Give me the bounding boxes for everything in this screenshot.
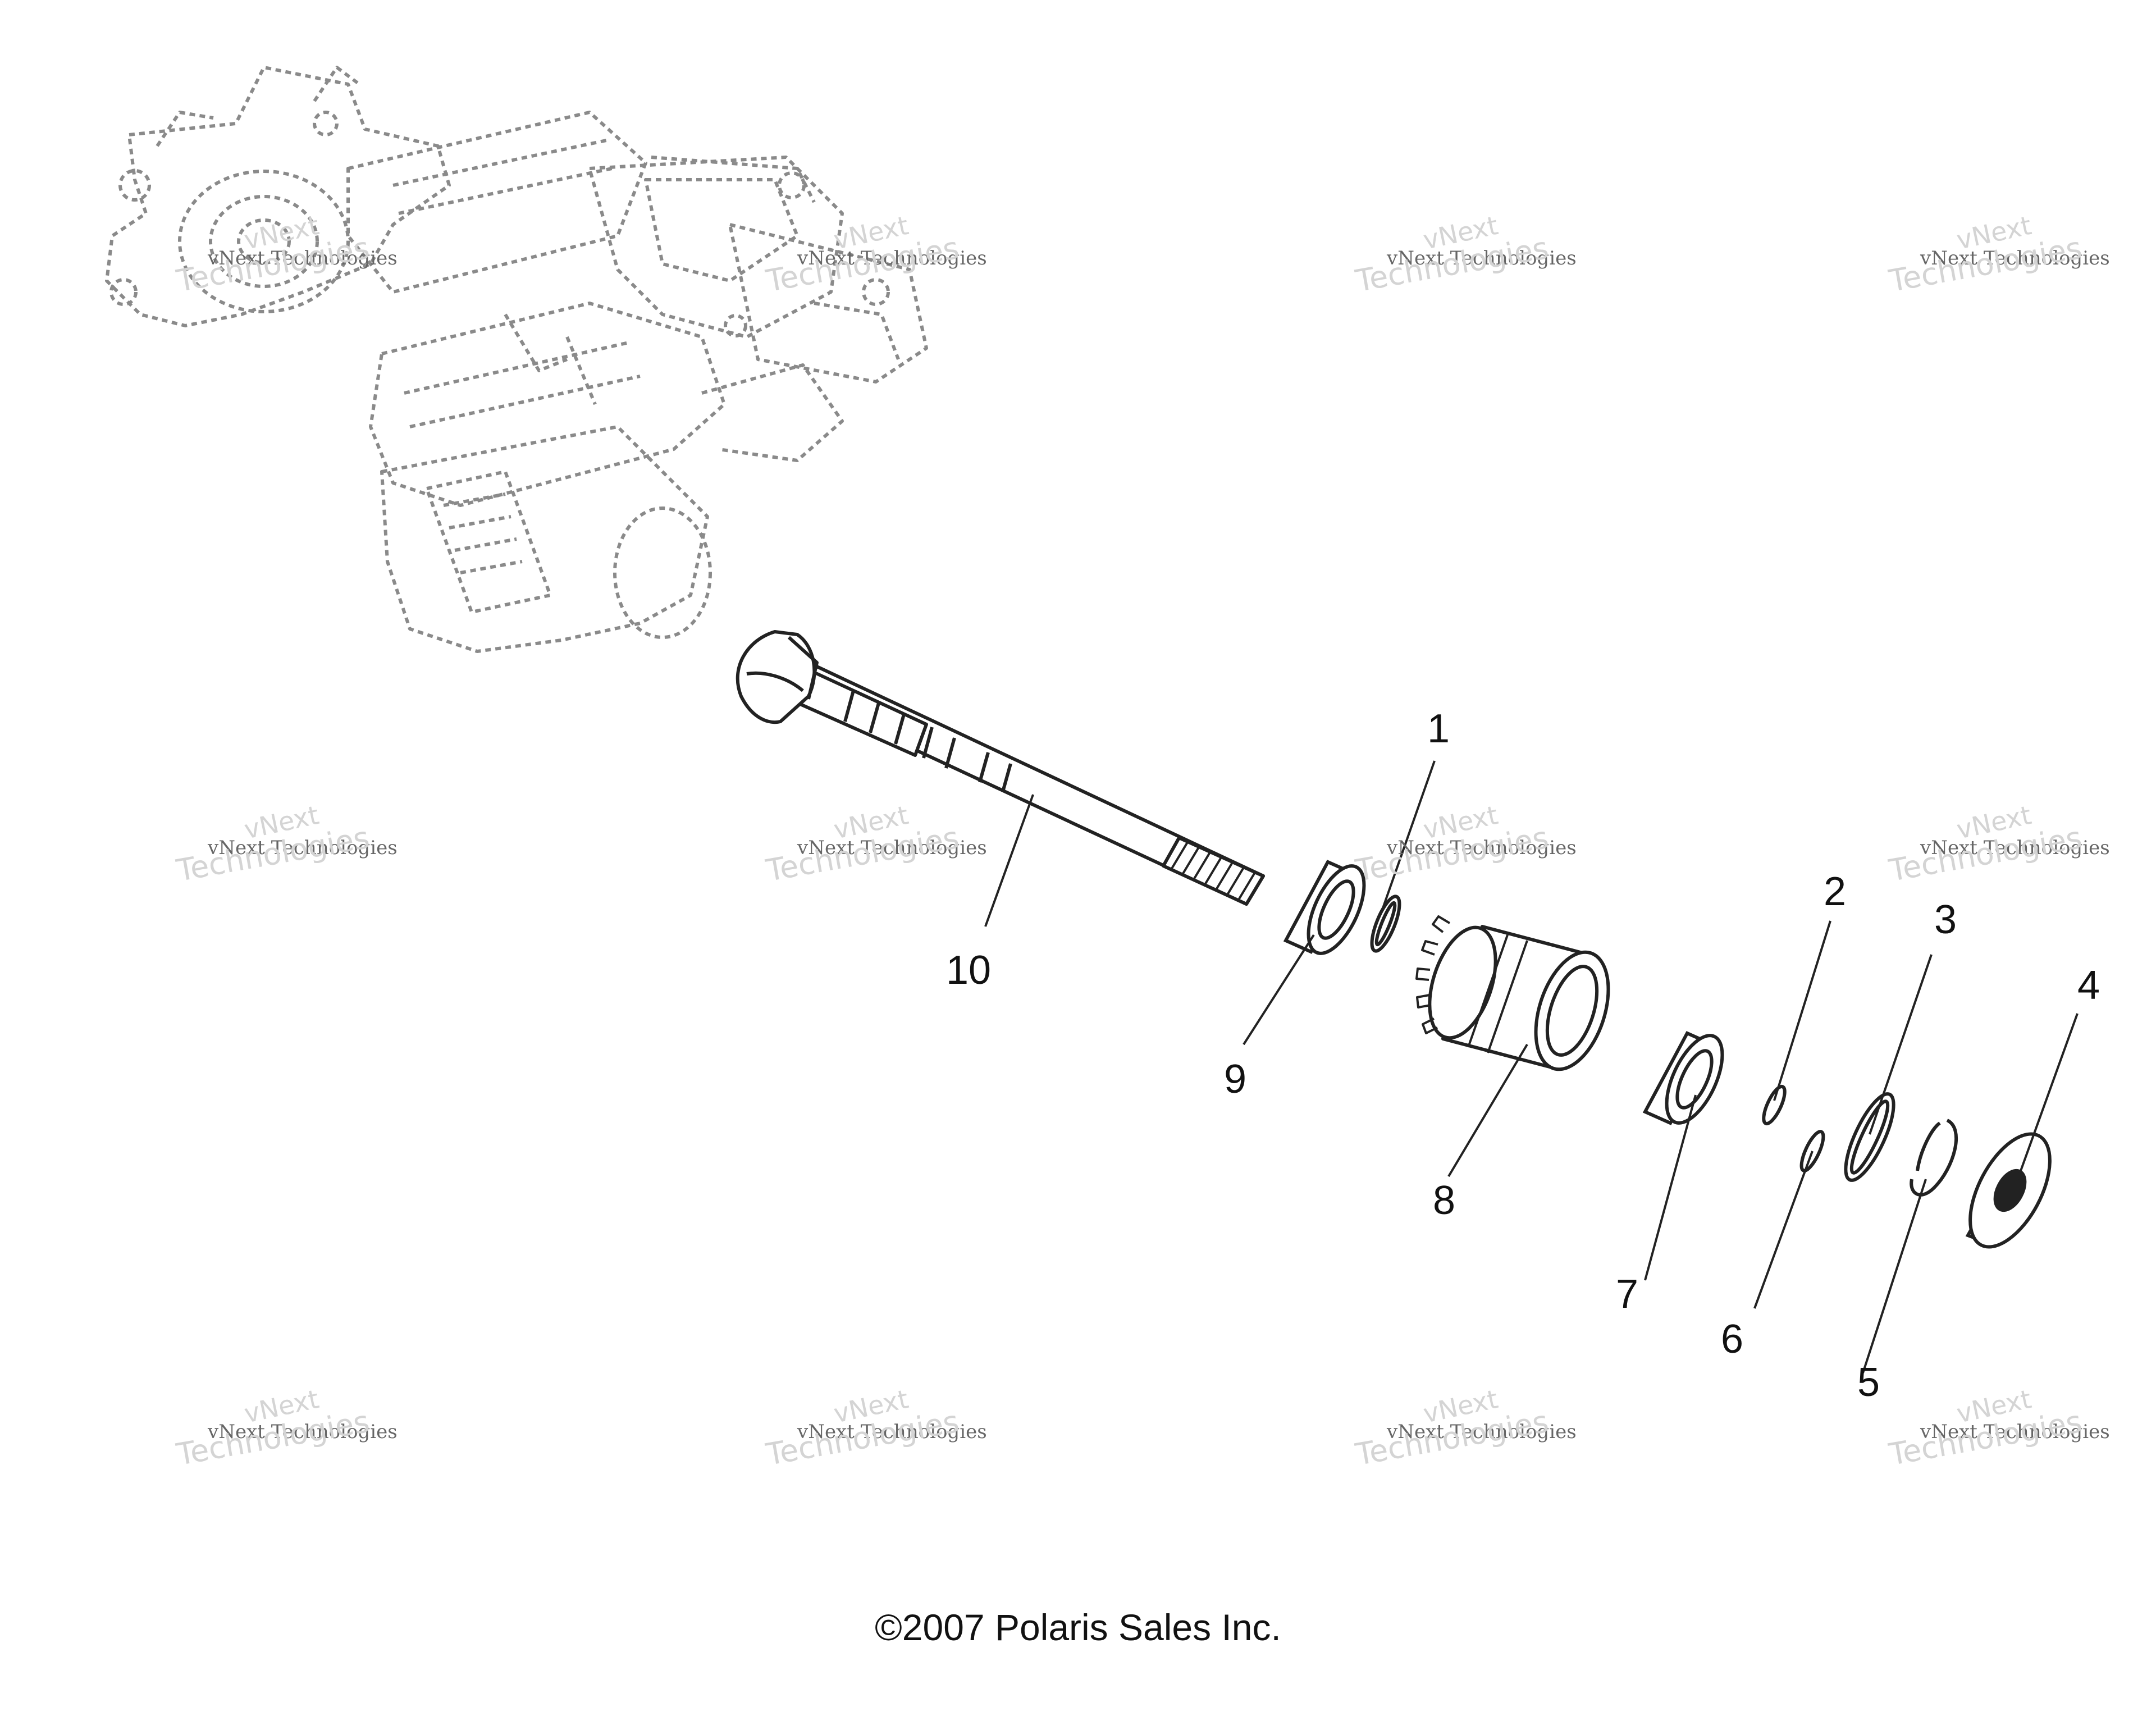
- watermark: vNext vNext Technologies Technologies: [1353, 800, 1611, 898]
- watermark: vNext vNext Technologies Technologies: [1353, 1384, 1611, 1482]
- watermark-line-2: vNext Technologies: [208, 247, 398, 270]
- part-2-clip: [1762, 1084, 1787, 1126]
- watermark: vNext vNext Technologies Technologies: [174, 210, 432, 309]
- watermark-line-2: vNext Technologies: [208, 837, 398, 859]
- callout-10: 10: [945, 948, 992, 993]
- callout-7: 7: [1615, 1272, 1639, 1317]
- leader-lines: [984, 760, 2079, 1373]
- part-10-shaft: [736, 630, 1265, 906]
- callout-9: 9: [1223, 1057, 1247, 1102]
- callout-5: 5: [1857, 1360, 1880, 1405]
- part-4-end-cap: [1965, 1132, 2052, 1249]
- watermark: vNext vNext Technologies Technologies: [764, 210, 1022, 309]
- watermark-line-2: vNext Technologies: [1387, 1421, 1577, 1443]
- copyright-notice: ©2007 Polaris Sales Inc.: [875, 1607, 1281, 1648]
- part-9-bearing: [1283, 860, 1366, 955]
- callout-1: 1: [1427, 706, 1450, 751]
- watermark-line-2: vNext Technologies: [1920, 247, 2110, 270]
- watermark-line-2: vNext Technologies: [1920, 1421, 2110, 1443]
- part-1-snap-ring: [1370, 895, 1401, 953]
- watermark: vNext vNext Technologies Technologies: [174, 1384, 432, 1482]
- watermark-line-2: vNext Technologies: [1387, 837, 1577, 859]
- watermark-line-2: vNext Technologies: [1920, 837, 2110, 859]
- watermark: vNext vNext Technologies Technologies: [764, 800, 1022, 898]
- watermark: vNext vNext Technologies Technologies: [1886, 800, 2145, 898]
- watermark-line-2: vNext Technologies: [1387, 247, 1577, 270]
- watermark: vNext vNext Technologies Technologies: [174, 800, 432, 898]
- callout-4: 4: [2077, 963, 2100, 1008]
- watermark: vNext vNext Technologies Technologies: [1886, 1384, 2145, 1482]
- watermark-line-2: vNext Technologies: [208, 1421, 398, 1443]
- part-6-ring: [1799, 1130, 1825, 1172]
- part-5-retaining-ring: [1910, 1119, 1958, 1197]
- callout-8: 8: [1432, 1178, 1456, 1223]
- watermark-line-2: vNext Technologies: [797, 1421, 987, 1443]
- watermark: vNext vNext Technologies Technologies: [1353, 210, 1611, 309]
- part-7-bearing: [1642, 1031, 1724, 1125]
- callout-3: 3: [1934, 897, 1957, 942]
- watermark-line-2: vNext Technologies: [797, 837, 987, 859]
- watermark-line-2: vNext Technologies: [797, 247, 987, 270]
- part-3-washer: [1844, 1092, 1895, 1182]
- callout-6: 6: [1720, 1317, 1744, 1362]
- watermark: vNext vNext Technologies Technologies: [1886, 210, 2145, 309]
- callout-2: 2: [1823, 869, 1847, 914]
- watermark: vNext vNext Technologies Technologies: [764, 1384, 1022, 1482]
- ghost-engine-assembly: [105, 66, 928, 653]
- part-8-coupler: [1415, 915, 1610, 1071]
